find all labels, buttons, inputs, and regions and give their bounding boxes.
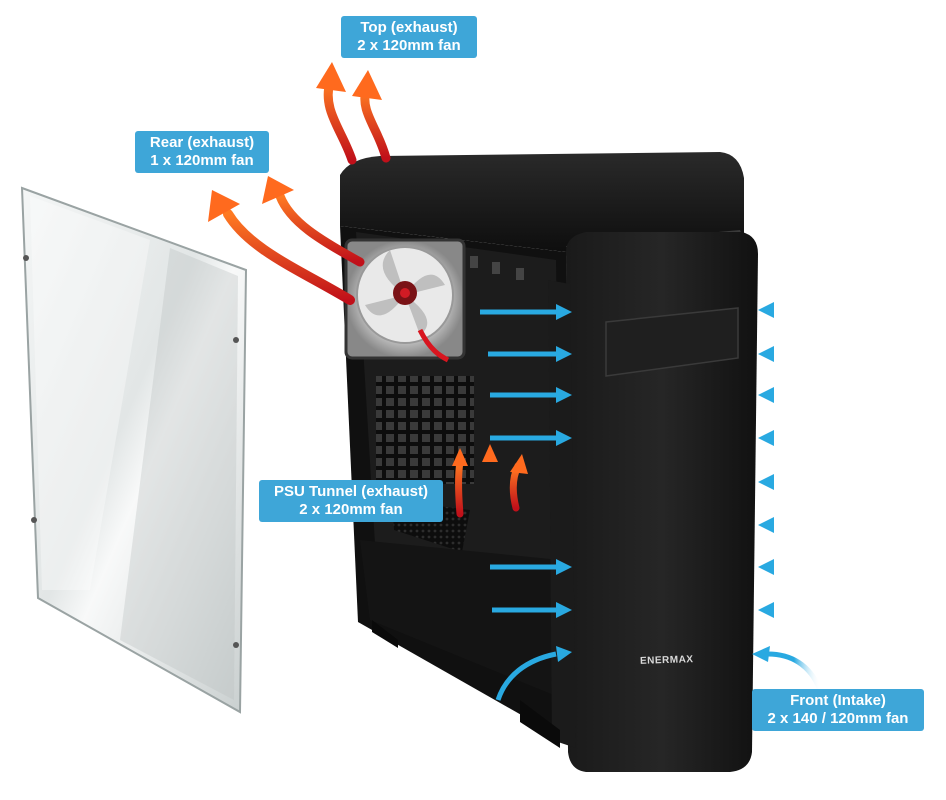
brand-logo: ENERMAX bbox=[639, 654, 694, 667]
rear-exhaust-title: Rear (exhaust) bbox=[149, 134, 255, 151]
rear-exhaust-label: Rear (exhaust) 1 x 120mm fan bbox=[135, 131, 269, 173]
psu-tunnel-label: PSU Tunnel (exhaust) 2 x 120mm fan bbox=[259, 480, 443, 522]
rear-exhaust-spec: 1 x 120mm fan bbox=[150, 152, 254, 169]
front-intake-label: Front (Intake) 2 x 140 / 120mm fan bbox=[752, 689, 924, 731]
arrow-right-icon bbox=[480, 304, 572, 701]
arrow-up-icon bbox=[316, 62, 391, 165]
arrow-up-icon bbox=[208, 176, 450, 363]
front-intake-spec: 2 x 140 / 120mm fan bbox=[767, 710, 909, 727]
psu-tunnel-title: PSU Tunnel (exhaust) bbox=[274, 483, 428, 500]
psu-tunnel-spec: 2 x 120mm fan bbox=[299, 501, 403, 518]
top-exhaust-title: Top (exhaust) bbox=[360, 19, 458, 36]
top-exhaust-label: Top (exhaust) 2 x 120mm fan bbox=[341, 16, 477, 58]
pc-tower-case bbox=[340, 152, 758, 772]
front-intake-title: Front (Intake) bbox=[790, 692, 886, 709]
arrow-up-icon bbox=[452, 444, 528, 518]
fan-icon bbox=[344, 238, 466, 360]
arrow-left-icon bbox=[752, 302, 860, 691]
top-exhaust-spec: 2 x 120mm fan bbox=[357, 37, 461, 54]
tempered-glass-panel bbox=[20, 186, 248, 714]
